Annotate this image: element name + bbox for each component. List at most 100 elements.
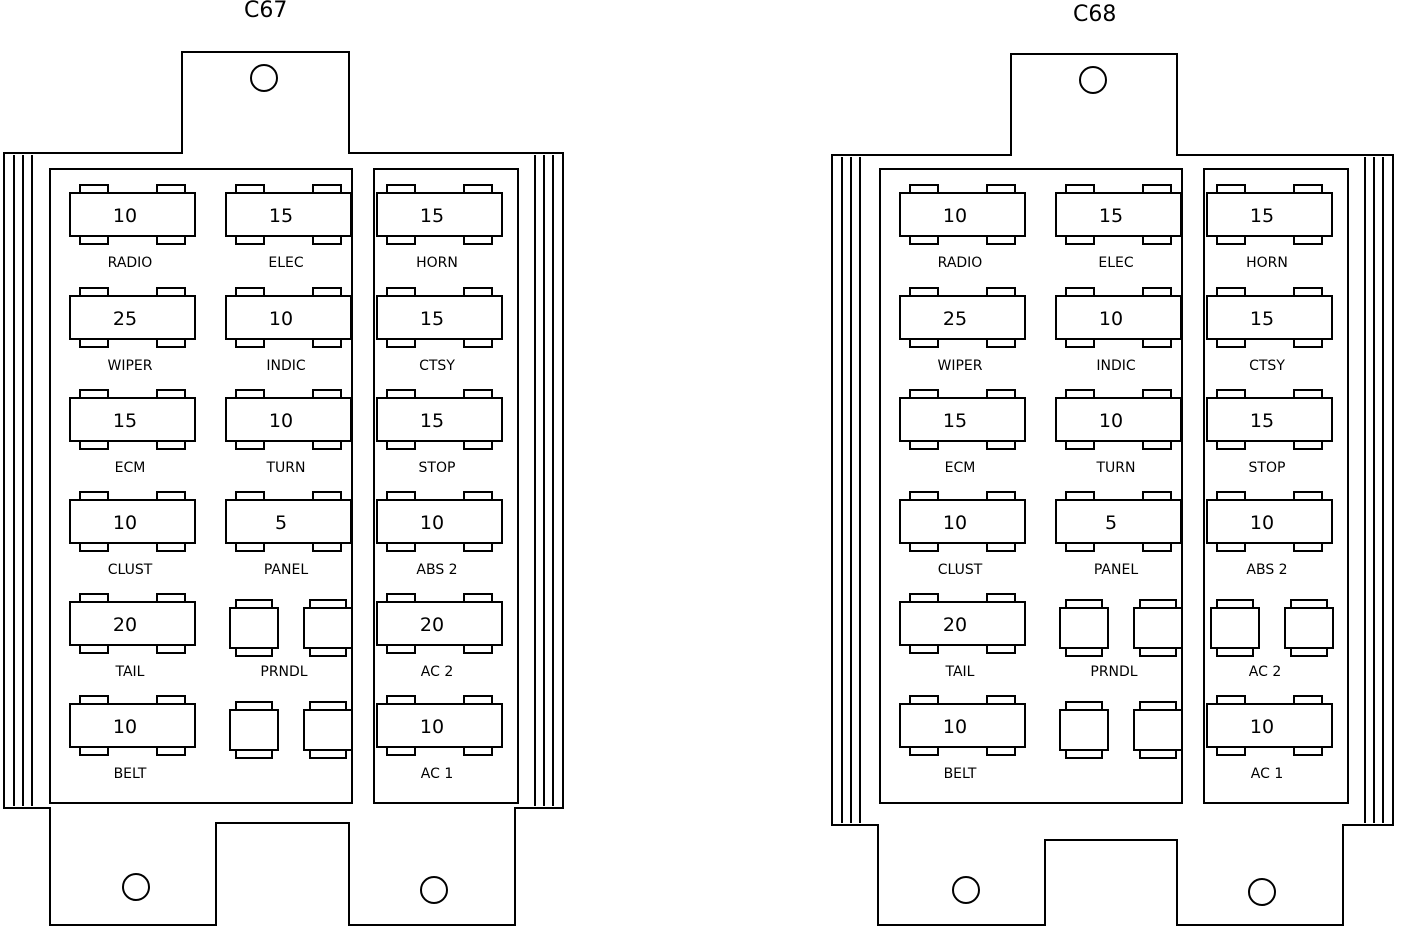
fuse-body	[69, 397, 196, 442]
fuse-rating: 15	[943, 410, 967, 432]
fuse-label: ABS 2	[1246, 562, 1287, 578]
fuse-label: RADIO	[938, 255, 983, 271]
fuse-body	[225, 192, 352, 237]
fuse-label: TAIL	[115, 664, 145, 680]
fuse-body	[899, 397, 1026, 442]
fuse-body	[376, 397, 503, 442]
panel-outline	[831, 53, 1394, 926]
fuse-body	[1206, 397, 1333, 442]
relay-body	[303, 709, 353, 751]
fuse-rating: 15	[420, 410, 444, 432]
fuse-label: RADIO	[108, 255, 153, 271]
fuse-block-right	[1203, 168, 1349, 804]
fuse-label: ABS 2	[416, 562, 457, 578]
fuse-rating: 15	[269, 205, 293, 227]
fuse-body	[376, 703, 503, 748]
fuse-label: BELT	[944, 766, 977, 782]
relay-slot: AC 2	[1210, 599, 1334, 680]
fuse-body	[376, 295, 503, 340]
fuse-rating: 20	[113, 614, 137, 636]
fuse-label: PANEL	[1094, 562, 1138, 578]
fuse-body	[69, 601, 196, 646]
fuse-body	[376, 601, 503, 646]
fuse-rating: 10	[269, 308, 293, 330]
fuse-body	[899, 703, 1026, 748]
fuse-rating: 10	[943, 205, 967, 227]
fuse-body	[69, 499, 196, 544]
fuse-rating: 5	[1105, 512, 1117, 534]
relay-slot	[1059, 701, 1183, 759]
fuse-body	[1206, 703, 1333, 748]
fuse-body	[1206, 192, 1333, 237]
fuse-rating: 10	[113, 205, 137, 227]
fuse-body	[225, 397, 352, 442]
relay-body	[1059, 607, 1109, 649]
relay-body	[1210, 607, 1260, 649]
relay-slot: PRNDL	[1059, 599, 1183, 680]
fuse-label: TURN	[1096, 460, 1136, 476]
relay-body	[229, 607, 279, 649]
fuse-label: WIPER	[108, 358, 153, 374]
fuse-rating: 15	[1250, 308, 1274, 330]
fuse-block-left	[879, 168, 1183, 804]
fuse-rating: 15	[420, 308, 444, 330]
mounting-hole-icon	[1248, 878, 1276, 906]
mounting-hole-icon	[250, 64, 278, 92]
fuse-label: CLUST	[938, 562, 983, 578]
fuse-label: ELEC	[268, 255, 303, 271]
fuse-label: ELEC	[1098, 255, 1133, 271]
fuse-label: HORN	[416, 255, 458, 271]
fuse-rating: 15	[1250, 410, 1274, 432]
fuse-body	[899, 499, 1026, 544]
fuse-body	[899, 601, 1026, 646]
fuse-rating: 15	[1250, 205, 1274, 227]
fuse-body	[1055, 499, 1182, 544]
fuse-rating: 10	[1250, 512, 1274, 534]
fuse-label: INDIC	[1096, 358, 1136, 374]
fuse-body	[1206, 295, 1333, 340]
fuse-body	[899, 295, 1026, 340]
fuse-body	[376, 192, 503, 237]
mounting-hole-icon	[122, 873, 150, 901]
fuse-rating: 15	[1099, 205, 1123, 227]
fuse-rating: 10	[943, 512, 967, 534]
fuse-body	[1206, 499, 1333, 544]
relay-slot	[229, 701, 353, 759]
fuse-body	[225, 499, 352, 544]
fuse-rating: 25	[943, 308, 967, 330]
fuse-block-left	[49, 168, 353, 804]
panel-title: C67	[244, 0, 287, 23]
fuse-label: STOP	[419, 460, 456, 476]
fuse-label: CLUST	[108, 562, 153, 578]
fuse-body	[1055, 192, 1182, 237]
fuse-label: PRNDL	[1090, 664, 1137, 680]
fuse-rating: 10	[943, 716, 967, 738]
relay-body	[1133, 709, 1183, 751]
fuse-label: CTSY	[1249, 358, 1285, 374]
fuse-panel-c68: C6810RADIO25WIPER15ECM10CLUST20TAIL10BEL…	[831, 2, 1394, 926]
fuse-label: AC 2	[1249, 664, 1281, 680]
mounting-hole-icon	[1079, 66, 1107, 94]
fuse-rating: 5	[275, 512, 287, 534]
